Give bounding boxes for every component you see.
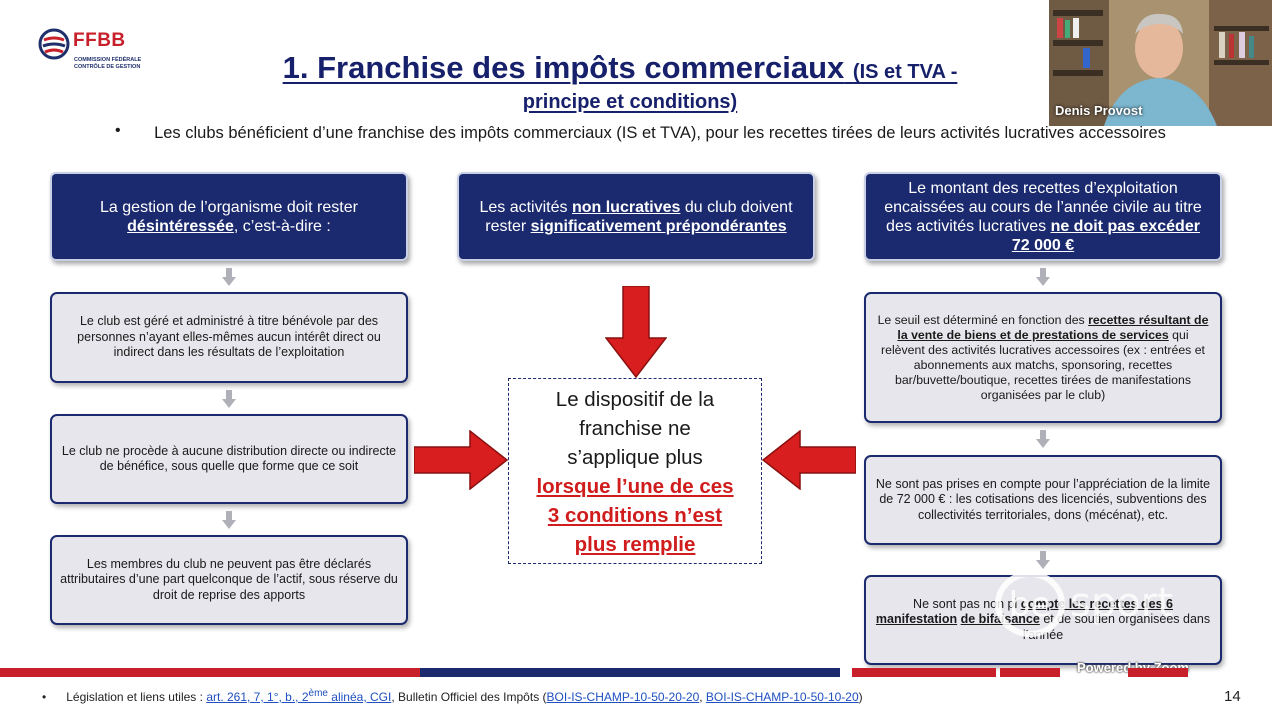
left-item-3: Les membres du club ne peuvent pas être …: [50, 535, 408, 625]
footer-bar-red-2: [852, 668, 996, 677]
ffbb-ball-icon: [38, 28, 70, 60]
footer-references: • Législation et liens utiles : art. 261…: [42, 688, 863, 704]
down-arrow-icon: [1036, 430, 1050, 448]
down-arrow-icon: [1036, 551, 1050, 569]
left-item-2: Le club ne procède à aucune distribution…: [50, 414, 408, 504]
svg-text:be: be: [1009, 585, 1052, 625]
intro-bullet: •: [115, 122, 121, 139]
title-main: 1. Franchise des impôts commerciaux: [282, 50, 845, 85]
center-conclusion-box: Le dispositif de la franchise ne s’appli…: [508, 378, 762, 564]
footer-bar-red-3: [1000, 668, 1060, 677]
footer-bar-blue: [420, 668, 840, 677]
title-line2: principe et conditions): [522, 91, 738, 113]
down-arrow-icon: [1036, 268, 1050, 286]
down-arrow-icon: [222, 268, 236, 286]
link-cgi-article[interactable]: art. 261, 7, 1°, b., 2ème alinéa, CGI: [206, 688, 392, 704]
participant-name: Denis Provost: [1055, 103, 1143, 118]
right-item-1: Le seuil est déterminé en fonction des r…: [864, 292, 1222, 423]
right-header-box: Le montant des recettes d’exploitation e…: [864, 172, 1222, 261]
down-arrow-icon: [222, 511, 236, 529]
right-item-3: Ne sont pas non pl compte les recettes d…: [864, 575, 1222, 665]
besport-logo: be sport: [995, 571, 1173, 637]
left-header-box: La gestion de l’organisme doit rester dé…: [50, 172, 408, 261]
webcam-person-image: [1049, 0, 1272, 126]
big-left-arrow-icon: [762, 430, 856, 490]
right-item-2: Ne sont pas prises en compte pour l’appr…: [864, 455, 1222, 545]
big-down-arrow-icon: [605, 286, 667, 378]
left-header-bold: désintéressée: [127, 217, 234, 235]
footer-bar-red-4: [1128, 668, 1188, 677]
ffbb-logo: FFBB COMMISSION FÉDÉRALE CONTRÔLE DE GES…: [38, 26, 158, 76]
logo-name: FFBB: [73, 30, 126, 51]
down-arrow-icon: [222, 390, 236, 408]
middle-header-box: Les activités non lucratives du club doi…: [457, 172, 815, 261]
left-item-1: Le club est géré et administré à titre b…: [50, 292, 408, 383]
link-boi-1[interactable]: BOI-IS-CHAMP-10-50-20-20: [546, 690, 700, 704]
page-number: 14: [1224, 688, 1241, 705]
svg-text:sport: sport: [1070, 580, 1173, 626]
footer-bar-red-1: [0, 668, 420, 677]
webcam-video: Denis Provost: [1049, 0, 1272, 126]
big-right-arrow-icon: [414, 430, 508, 490]
title-suffix: (IS et TVA -: [852, 61, 958, 83]
slide-title: 1. Franchise des impôts commerciaux (IS …: [180, 50, 1060, 86]
logo-subtitle: COMMISSION FÉDÉRALE CONTRÔLE DE GESTION: [74, 57, 142, 70]
link-boi-2[interactable]: BOI-IS-CHAMP-10-50-10-20: [705, 690, 859, 704]
intro-text: Les clubs bénéficient d’une franchise de…: [154, 124, 1166, 142]
